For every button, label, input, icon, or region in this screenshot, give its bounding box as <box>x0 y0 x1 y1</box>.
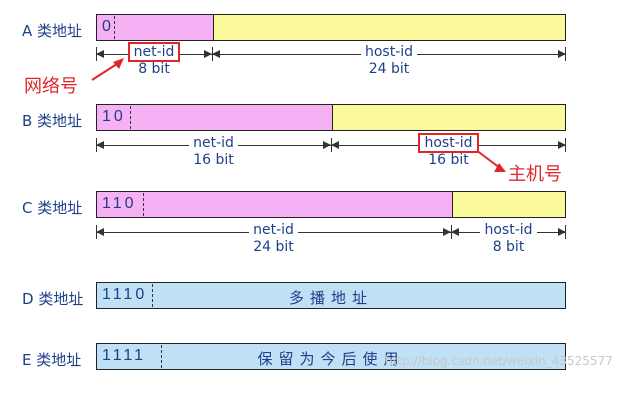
class-e-segment: 1111 保留为今后使用 <box>97 344 565 369</box>
class-e-bar: 1111 保留为今后使用 <box>96 343 566 370</box>
class-a-net-segment: 0 <box>97 15 213 40</box>
host-id-highlight: host-id <box>418 133 479 153</box>
class-d-purpose: 多播地址 <box>288 289 373 307</box>
prefix-divider <box>161 345 162 368</box>
class-a-host-dimension: host-id 24 bit <box>212 44 566 80</box>
class-e-purpose: 保留为今后使用 <box>257 350 405 368</box>
class-a-host-name: host-id <box>360 44 418 60</box>
class-e-prefix-bits: 1111 <box>102 347 147 364</box>
host-number-callout: 主机号 <box>508 164 562 185</box>
prefix-divider <box>114 16 115 39</box>
class-b-host-size: 16 bit <box>428 152 469 168</box>
class-c-net-size: 24 bit <box>253 239 294 255</box>
prefix-divider <box>152 284 153 307</box>
class-c-bar: 110 <box>96 191 566 218</box>
class-b-net-dimension: net-id 16 bit <box>96 135 331 171</box>
watermark: http://blog.csdn.net/weixin_43525577 <box>385 354 613 368</box>
class-a-prefix-bits: 0 <box>102 18 114 35</box>
class-e-label: E 类地址 <box>22 351 82 369</box>
class-d-label: D 类地址 <box>22 290 84 308</box>
class-a-bar: 0 <box>96 14 566 41</box>
class-a-net-dimension: net-id 8 bit <box>96 42 212 80</box>
class-c-label: C 类地址 <box>22 199 83 217</box>
prefix-divider <box>143 193 144 216</box>
class-b-label: B 类地址 <box>22 112 83 130</box>
class-c-prefix-bits: 110 <box>102 195 137 212</box>
class-d-segment: 1110 多播地址 <box>97 283 565 308</box>
prefix-divider <box>130 106 131 129</box>
class-c-net-segment: 110 <box>97 192 452 217</box>
class-a-host-segment <box>213 15 565 40</box>
net-id-highlight: net-id <box>127 42 181 62</box>
class-b-host-dimension: host-id 16 bit <box>331 133 566 171</box>
class-c-host-segment <box>452 192 565 217</box>
class-b-net-segment: 10 <box>97 105 332 130</box>
class-c-host-size: 8 bit <box>492 239 525 255</box>
class-b-bar: 10 <box>96 104 566 131</box>
class-c-net-dimension: net-id 24 bit <box>96 222 451 258</box>
class-c-host-dimension: host-id 8 bit <box>451 222 566 258</box>
class-a-net-size: 8 bit <box>138 61 170 77</box>
class-d-bar: 1110 多播地址 <box>96 282 566 309</box>
class-c-host-name: host-id <box>480 222 537 238</box>
class-b-host-segment <box>332 105 565 130</box>
class-a-host-size: 24 bit <box>368 61 410 77</box>
class-c-net-name: net-id <box>249 222 298 238</box>
class-d-prefix-bits: 1110 <box>102 286 148 303</box>
class-b-prefix-bits: 10 <box>102 108 126 125</box>
class-b-net-size: 16 bit <box>193 152 234 168</box>
class-a-label: A 类地址 <box>22 22 83 40</box>
class-b-net-name: net-id <box>189 135 238 151</box>
network-number-callout: 网络号 <box>24 76 78 97</box>
